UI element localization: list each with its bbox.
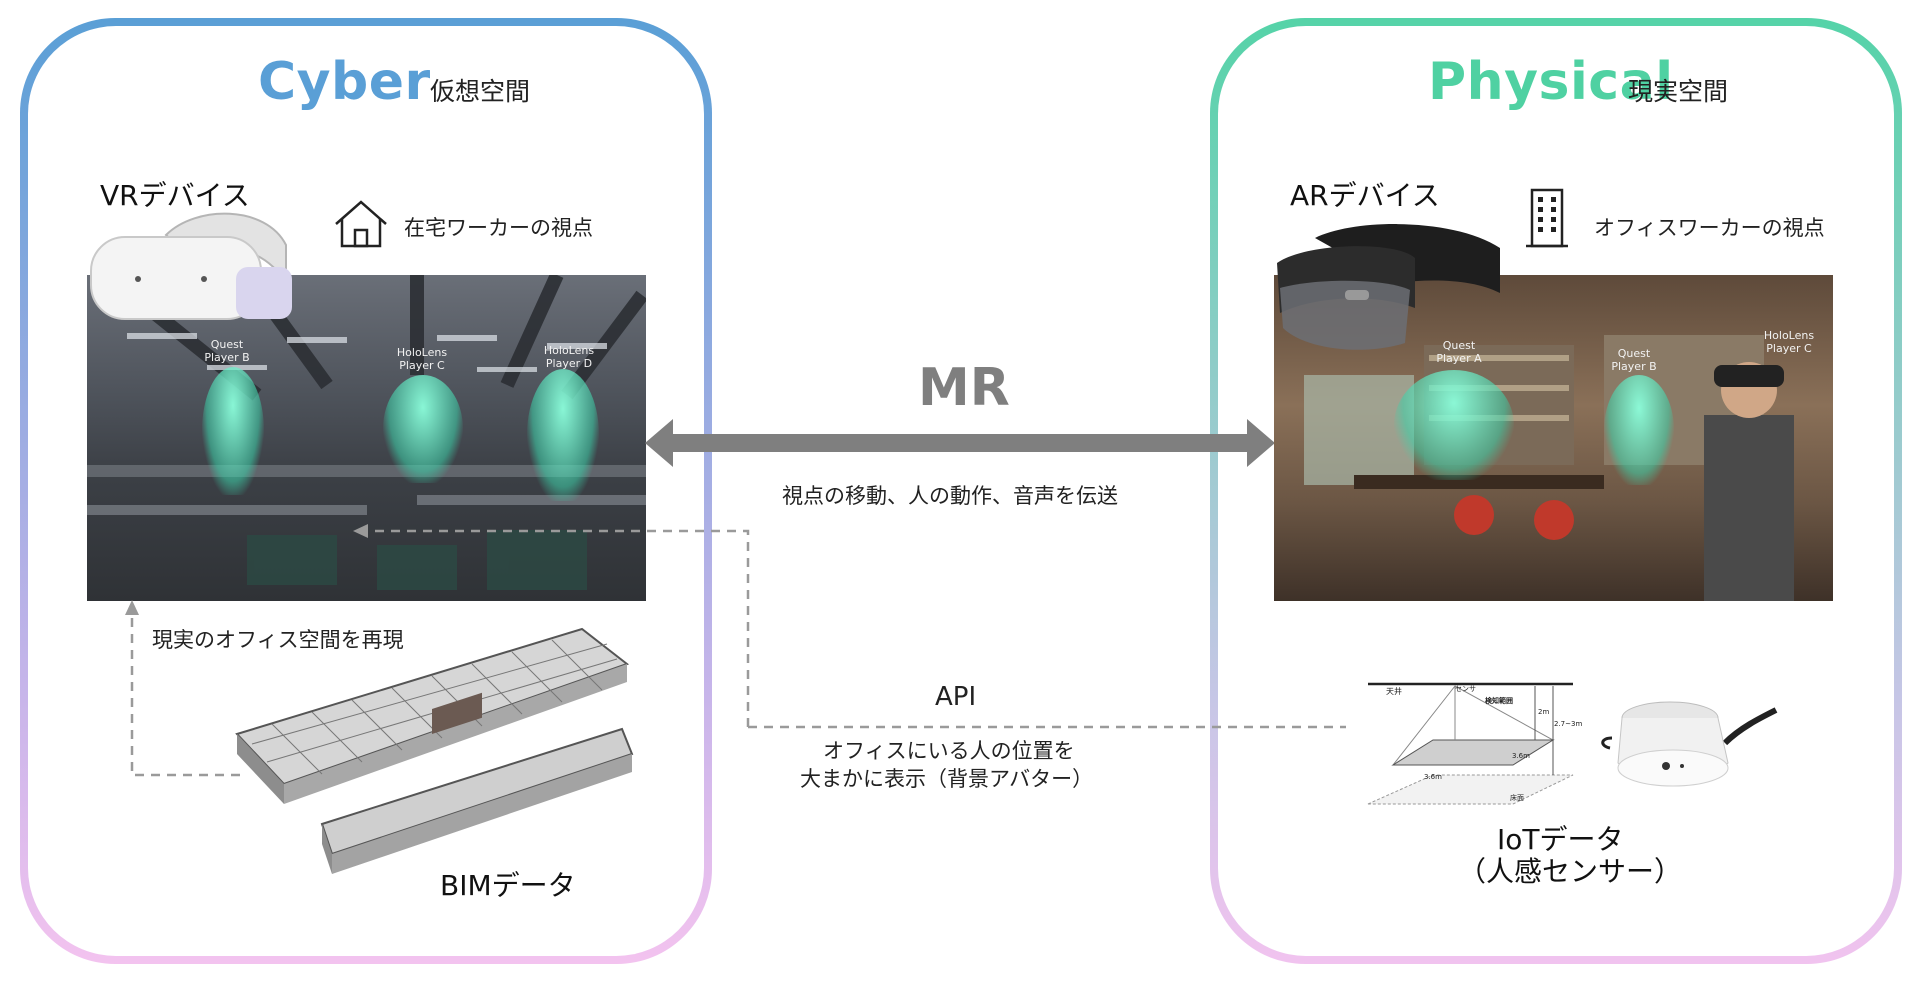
sensor-width-b-label: 3.6m [1424,773,1442,781]
sensor-ceiling-label: 天井 [1386,687,1402,696]
avatar-player-b [202,367,264,495]
physical-viewpoint-label: オフィスワーカーの視点 [1594,216,1825,240]
cyber-title: Cyber [258,52,431,112]
physical-title: Physical [1428,52,1674,112]
api-caption-2: 大まかに表示（背景アバター） [800,767,1094,791]
sensor-floor-label: 床面 [1510,794,1524,802]
ar-device-label: ARデバイス [1290,179,1440,212]
api-dashed-line-right [748,725,1346,729]
api-label: API [935,682,977,712]
ar-headset-image [1277,224,1500,350]
physical-subtitle: 現実空間 [1628,77,1729,106]
sensor-width-a-label: 3.6m [1512,752,1530,760]
bim-label: BIMデータ [440,869,576,902]
cyber-subtitle: 仮想空間 [430,77,531,106]
office-building-icon [1526,188,1568,248]
bim-model-image [235,627,634,874]
cyber-viewpoint-label: 在宅ワーカーの視点 [404,216,593,240]
iot-label: IoTデータ [1497,823,1624,856]
avatar-player-a [1394,370,1514,480]
sensor-height-range-label: 2.7~3m [1554,720,1583,728]
mr-caption: 視点の移動、人の動作、音声を伝送 [782,484,1118,508]
vr-device-label: VRデバイス [100,179,250,212]
iot-sublabel: （人感センサー） [1458,855,1683,888]
api-caption-1: オフィスにいる人の位置を [823,739,1075,763]
sensor-detection-range-label: 検知範囲 [1485,697,1513,705]
avatar-player-b-ar [1604,375,1674,485]
avatar-player-c [383,375,463,483]
vr-headset-image [90,212,292,320]
sensor-height-2m-label: 2m [1538,708,1550,716]
sensor-range-diagram [1367,682,1574,805]
api-dashed-arrow [125,524,750,777]
sensor-label: センサ [1455,685,1476,693]
sensor-device-image [1601,701,1778,787]
avatar-player-d [527,369,599,501]
house-icon [335,200,387,248]
reproduce-label: 現実のオフィス空間を再現 [152,628,404,652]
mr-label: MR [918,358,1010,418]
mr-double-arrow [645,419,1275,467]
